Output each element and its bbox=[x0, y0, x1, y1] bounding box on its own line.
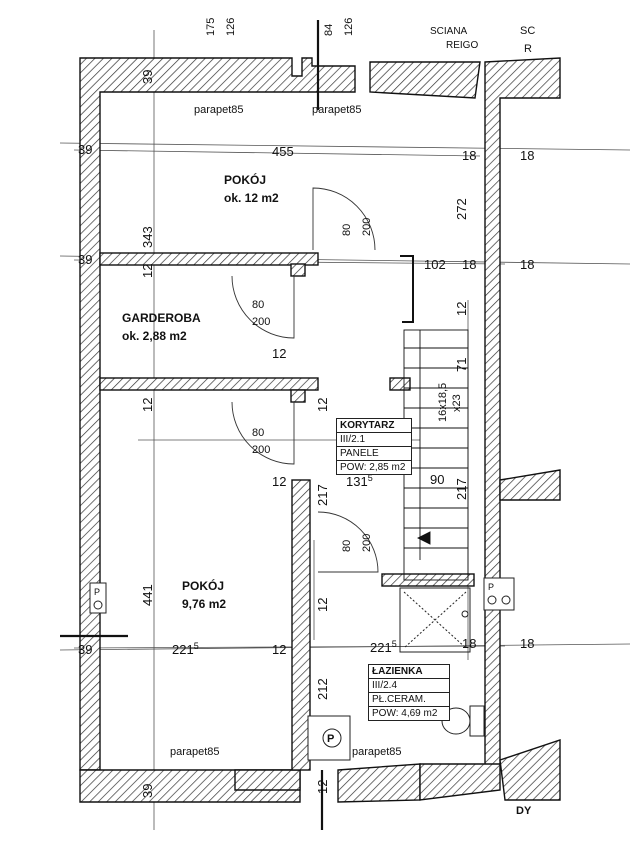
staircase bbox=[403, 329, 469, 581]
dim-12-i: 12 bbox=[315, 780, 330, 794]
dim-343: 343 bbox=[140, 226, 155, 248]
lazienka-area: POW: 4,69 m2 bbox=[372, 708, 438, 719]
door-3-width: 80 bbox=[252, 427, 264, 439]
door-4-height: 200 bbox=[361, 534, 373, 552]
door-3-height: 200 bbox=[252, 444, 270, 456]
korytarz-name: KORYTARZ bbox=[337, 419, 411, 433]
lazienka-finish: PŁ.CERAM. bbox=[369, 693, 449, 707]
room-garderoba-area: ok. 2,88 m2 bbox=[122, 329, 187, 343]
dim-18-d: 18 bbox=[520, 257, 534, 272]
dim-stair-count: x23 bbox=[451, 394, 463, 412]
door-2-width: 80 bbox=[252, 299, 264, 311]
wall-note-reigo: REIGO bbox=[446, 40, 478, 51]
top-dim-126-b: 126 bbox=[343, 18, 355, 36]
top-dim-84: 84 bbox=[323, 24, 335, 36]
wall-note-r: R bbox=[524, 43, 532, 55]
socket-label-1: P bbox=[94, 587, 100, 597]
socket-symbols bbox=[89, 577, 515, 614]
shower bbox=[399, 587, 471, 653]
dim-12-b: 12 bbox=[454, 302, 469, 316]
korytarz-info-box: KORYTARZ III/2.1 PANELE POW: 2,85 m2 bbox=[336, 418, 412, 475]
dim-272: 272 bbox=[454, 198, 469, 220]
corner-label-dy: DY bbox=[516, 805, 532, 817]
top-dim-175: 175 bbox=[205, 18, 217, 36]
dim-12-h: 12 bbox=[272, 642, 286, 657]
room-pokoj-2-area: 9,76 m2 bbox=[182, 597, 226, 611]
dim-71: 71 bbox=[454, 358, 469, 372]
socket-label-2: P bbox=[488, 582, 494, 592]
dim-39-left-1: 39 bbox=[78, 142, 92, 157]
room-pokoj-1-area: ok. 12 m2 bbox=[224, 191, 279, 205]
dim-18-f: 18 bbox=[520, 636, 534, 651]
lazienka-code: III/2.4 bbox=[369, 679, 449, 693]
dim-131-5: 1315 bbox=[346, 473, 373, 489]
lazienka-name: ŁAZIENKA bbox=[369, 665, 449, 679]
cabinet-outline bbox=[400, 255, 414, 323]
dim-39-left-2: 39 bbox=[78, 252, 92, 267]
lazienka-info-box: ŁAZIENKA III/2.4 PŁ.CERAM. POW: 4,69 m2 bbox=[368, 664, 450, 721]
dim-12-e: 12 bbox=[315, 398, 330, 412]
room-pokoj-2-name: POKÓJ bbox=[182, 578, 224, 593]
parapet-label-3: parapet85 bbox=[170, 746, 220, 758]
top-dim-126-a: 126 bbox=[225, 18, 237, 36]
exterior-walls bbox=[79, 57, 561, 803]
dim-18-a: 18 bbox=[462, 148, 476, 163]
dim-217-b: 217 bbox=[454, 478, 469, 500]
interior-walls bbox=[99, 252, 475, 771]
dim-39-bottom: 39 bbox=[140, 784, 155, 798]
dim-stair-steps: 16x18,5 bbox=[437, 383, 449, 422]
dim-12-g: 12 bbox=[315, 598, 330, 612]
dim-12-a: 12 bbox=[140, 264, 155, 278]
dim-18-c: 18 bbox=[462, 257, 476, 272]
room-garderoba-name: GARDEROBA bbox=[122, 311, 201, 325]
axis-lines bbox=[60, 20, 324, 830]
door-4-width: 80 bbox=[341, 540, 353, 552]
parapet-label-1: parapet85 bbox=[194, 104, 244, 116]
korytarz-finish: PANELE bbox=[337, 447, 411, 461]
dim-441: 441 bbox=[140, 584, 155, 606]
dim-212: 212 bbox=[315, 678, 330, 700]
room-pokoj-1-name: POKÓJ bbox=[224, 172, 266, 187]
parapet-label-4: parapet85 bbox=[352, 746, 402, 758]
chimney-label: P bbox=[327, 733, 334, 745]
door-1-height: 200 bbox=[361, 218, 373, 236]
dim-18-e: 18 bbox=[462, 636, 476, 651]
dim-221-5-a: 2215 bbox=[172, 641, 199, 657]
dim-39-left-3: 39 bbox=[78, 642, 92, 657]
chimney-symbol bbox=[307, 715, 351, 761]
dim-455: 455 bbox=[272, 144, 294, 159]
korytarz-area: POW: 2,85 m2 bbox=[340, 462, 406, 473]
wall-note-sciana: SCIANA bbox=[430, 26, 468, 37]
dim-90: 90 bbox=[430, 472, 444, 487]
dim-39-top: 39 bbox=[140, 70, 155, 84]
dim-217-a: 217 bbox=[315, 484, 330, 506]
dim-12-f: 12 bbox=[272, 474, 286, 489]
dim-221-5-b: 2215 bbox=[370, 639, 397, 655]
dim-12-c: 12 bbox=[272, 346, 286, 361]
door-1-width: 80 bbox=[341, 224, 353, 236]
dim-18-b: 18 bbox=[520, 148, 534, 163]
parapet-label-2: parapet85 bbox=[312, 104, 362, 116]
wall-note-sc: SC bbox=[520, 25, 535, 37]
dim-102: 102 bbox=[424, 257, 446, 272]
door-swings bbox=[231, 187, 379, 573]
korytarz-code: III/2.1 bbox=[337, 433, 411, 447]
door-2-height: 200 bbox=[252, 316, 270, 328]
dim-12-d: 12 bbox=[140, 398, 155, 412]
